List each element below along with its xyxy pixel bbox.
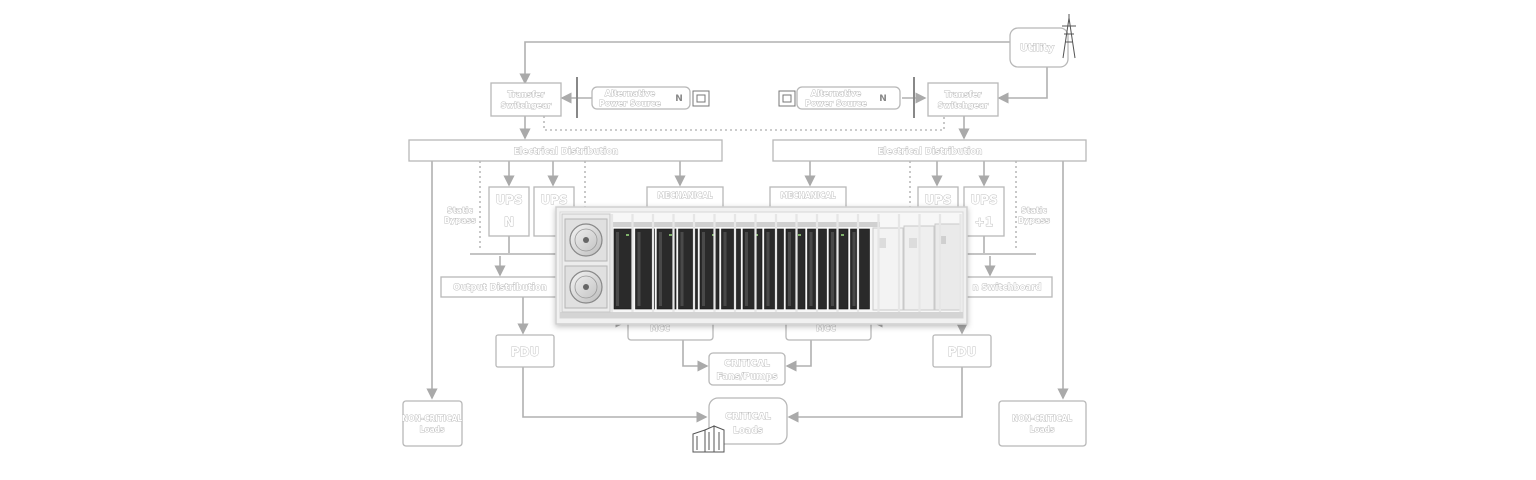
server-rack-highlight — [723, 232, 727, 306]
static-bypass-left-line2: Bypass — [444, 216, 476, 225]
alt-power-source-right: Alternative Power Source N — [796, 86, 901, 110]
output-distribution-left: Output Distribution — [440, 276, 560, 298]
static-bypass-left: Static Bypass — [444, 206, 477, 226]
transfer-switchgear-right: Transfer Switchgear — [927, 82, 999, 117]
server-rack-highlight — [831, 232, 834, 306]
electrical-distribution-left: Electrical Distribution — [408, 139, 723, 162]
server-rack-highlight — [788, 232, 791, 306]
ups-left-n-label: UPS — [495, 193, 522, 207]
transfer-switchgear-left: Transfer Switchgear — [490, 82, 562, 117]
static-bypass-right-line1: Static — [1021, 206, 1048, 215]
server-rack-highlight — [680, 232, 684, 306]
server-rack-highlight — [616, 232, 619, 306]
ups-right-n-label: UPS — [924, 193, 951, 207]
ups-left-plus1-label: UPS — [540, 193, 567, 207]
non-critical-right-line1: NON-CRITICAL — [1012, 414, 1072, 423]
critical-loads-line1: CRITICAL — [725, 412, 771, 422]
static-bypass-left-line1: Static — [447, 206, 474, 215]
pdu-left-label: PDU — [511, 345, 540, 359]
mechanical-left-label: MECHANICAL — [657, 191, 713, 200]
critical-fans-line2: Fans/Pumps — [717, 372, 778, 382]
alt-power-right-tag: N — [879, 94, 887, 104]
non-critical-right-line2: Loads — [1030, 425, 1055, 434]
transfer-switchgear-right-line1: Transfer — [944, 90, 981, 99]
mcc-left-label: MCC — [650, 324, 670, 333]
critical-fans-line1: CRITICAL — [724, 359, 770, 369]
rack-status-led — [669, 234, 672, 236]
alt-power-source-left: Alternative Power Source N — [591, 86, 691, 110]
fan-icon — [564, 265, 608, 309]
electrical-distribution-left-label: Electrical Distribution — [514, 147, 619, 157]
critical-loads: CRITICAL Loads — [708, 397, 788, 445]
mcc-right-label: MCC — [816, 324, 836, 333]
non-critical-left-line2: Loads — [420, 425, 445, 434]
server-rack-highlight — [745, 232, 748, 306]
pdu-left: PDU — [495, 334, 555, 368]
server-rack-icon — [692, 425, 725, 453]
alt-power-left-line2: Power Source — [599, 99, 662, 108]
static-bypass-right: Static Bypass — [1018, 206, 1051, 226]
ups-right-plus1: UPS +1 — [963, 186, 1005, 237]
generator-icon — [692, 90, 710, 107]
rack-status-led — [841, 234, 844, 236]
transfer-switchgear-right-line2: Switchgear — [938, 101, 989, 110]
server-rack-highlight — [659, 232, 662, 306]
modular-datacenter-container-image — [555, 206, 968, 325]
non-critical-loads-right: NON-CRITICAL Loads — [998, 400, 1087, 447]
transmission-tower-icon — [1062, 14, 1076, 59]
non-critical-left-line1: NON-CRITICAL — [402, 414, 462, 423]
critical-loads-line2: Loads — [733, 426, 763, 436]
electrical-distribution-right-label: Electrical Distribution — [878, 147, 983, 157]
pdu-right-label: PDU — [948, 345, 977, 359]
pdu-right: PDU — [932, 334, 992, 368]
alt-power-right-line1: Alternative — [811, 89, 862, 98]
ups-left-n: UPS N — [488, 186, 530, 237]
electrical-distribution-right: Electrical Distribution — [772, 139, 1087, 162]
server-rack-highlight — [766, 232, 770, 306]
alt-power-right-line2: Power Source — [805, 99, 868, 108]
server-rack-highlight — [852, 232, 856, 306]
server-rack-highlight — [637, 232, 641, 306]
alt-power-left-line1: Alternative — [605, 89, 656, 98]
mechanical-right-label: MECHANICAL — [780, 191, 836, 200]
ups-right-plus1-label: UPS — [970, 193, 997, 207]
critical-fans-pumps: CRITICAL Fans/Pumps — [708, 352, 786, 386]
ups-right-plus1-tag: +1 — [975, 215, 993, 229]
alt-power-left-tag: N — [675, 94, 683, 104]
rack-status-led — [798, 234, 801, 236]
electrical-cabinets — [872, 223, 962, 311]
output-distribution-left-label: Output Distribution — [453, 283, 547, 293]
ups-left-n-tag: N — [504, 215, 514, 229]
static-bypass-right-line2: Bypass — [1018, 216, 1050, 225]
switchboard-right-label: n Switchboard — [973, 283, 1042, 293]
non-critical-loads-left: NON-CRITICAL Loads — [401, 400, 463, 447]
rack-status-led — [626, 234, 629, 236]
generator-icon — [778, 90, 796, 107]
server-rack-highlight — [702, 232, 705, 306]
transfer-switchgear-left-line2: Switchgear — [501, 101, 552, 110]
fan-icon — [564, 218, 608, 262]
utility-label: Utility — [1020, 43, 1055, 54]
transfer-switchgear-left-line1: Transfer — [507, 90, 544, 99]
server-rack-highlight — [809, 232, 813, 306]
container-frame-posts — [610, 214, 962, 312]
utility-node: Utility — [1009, 27, 1069, 68]
